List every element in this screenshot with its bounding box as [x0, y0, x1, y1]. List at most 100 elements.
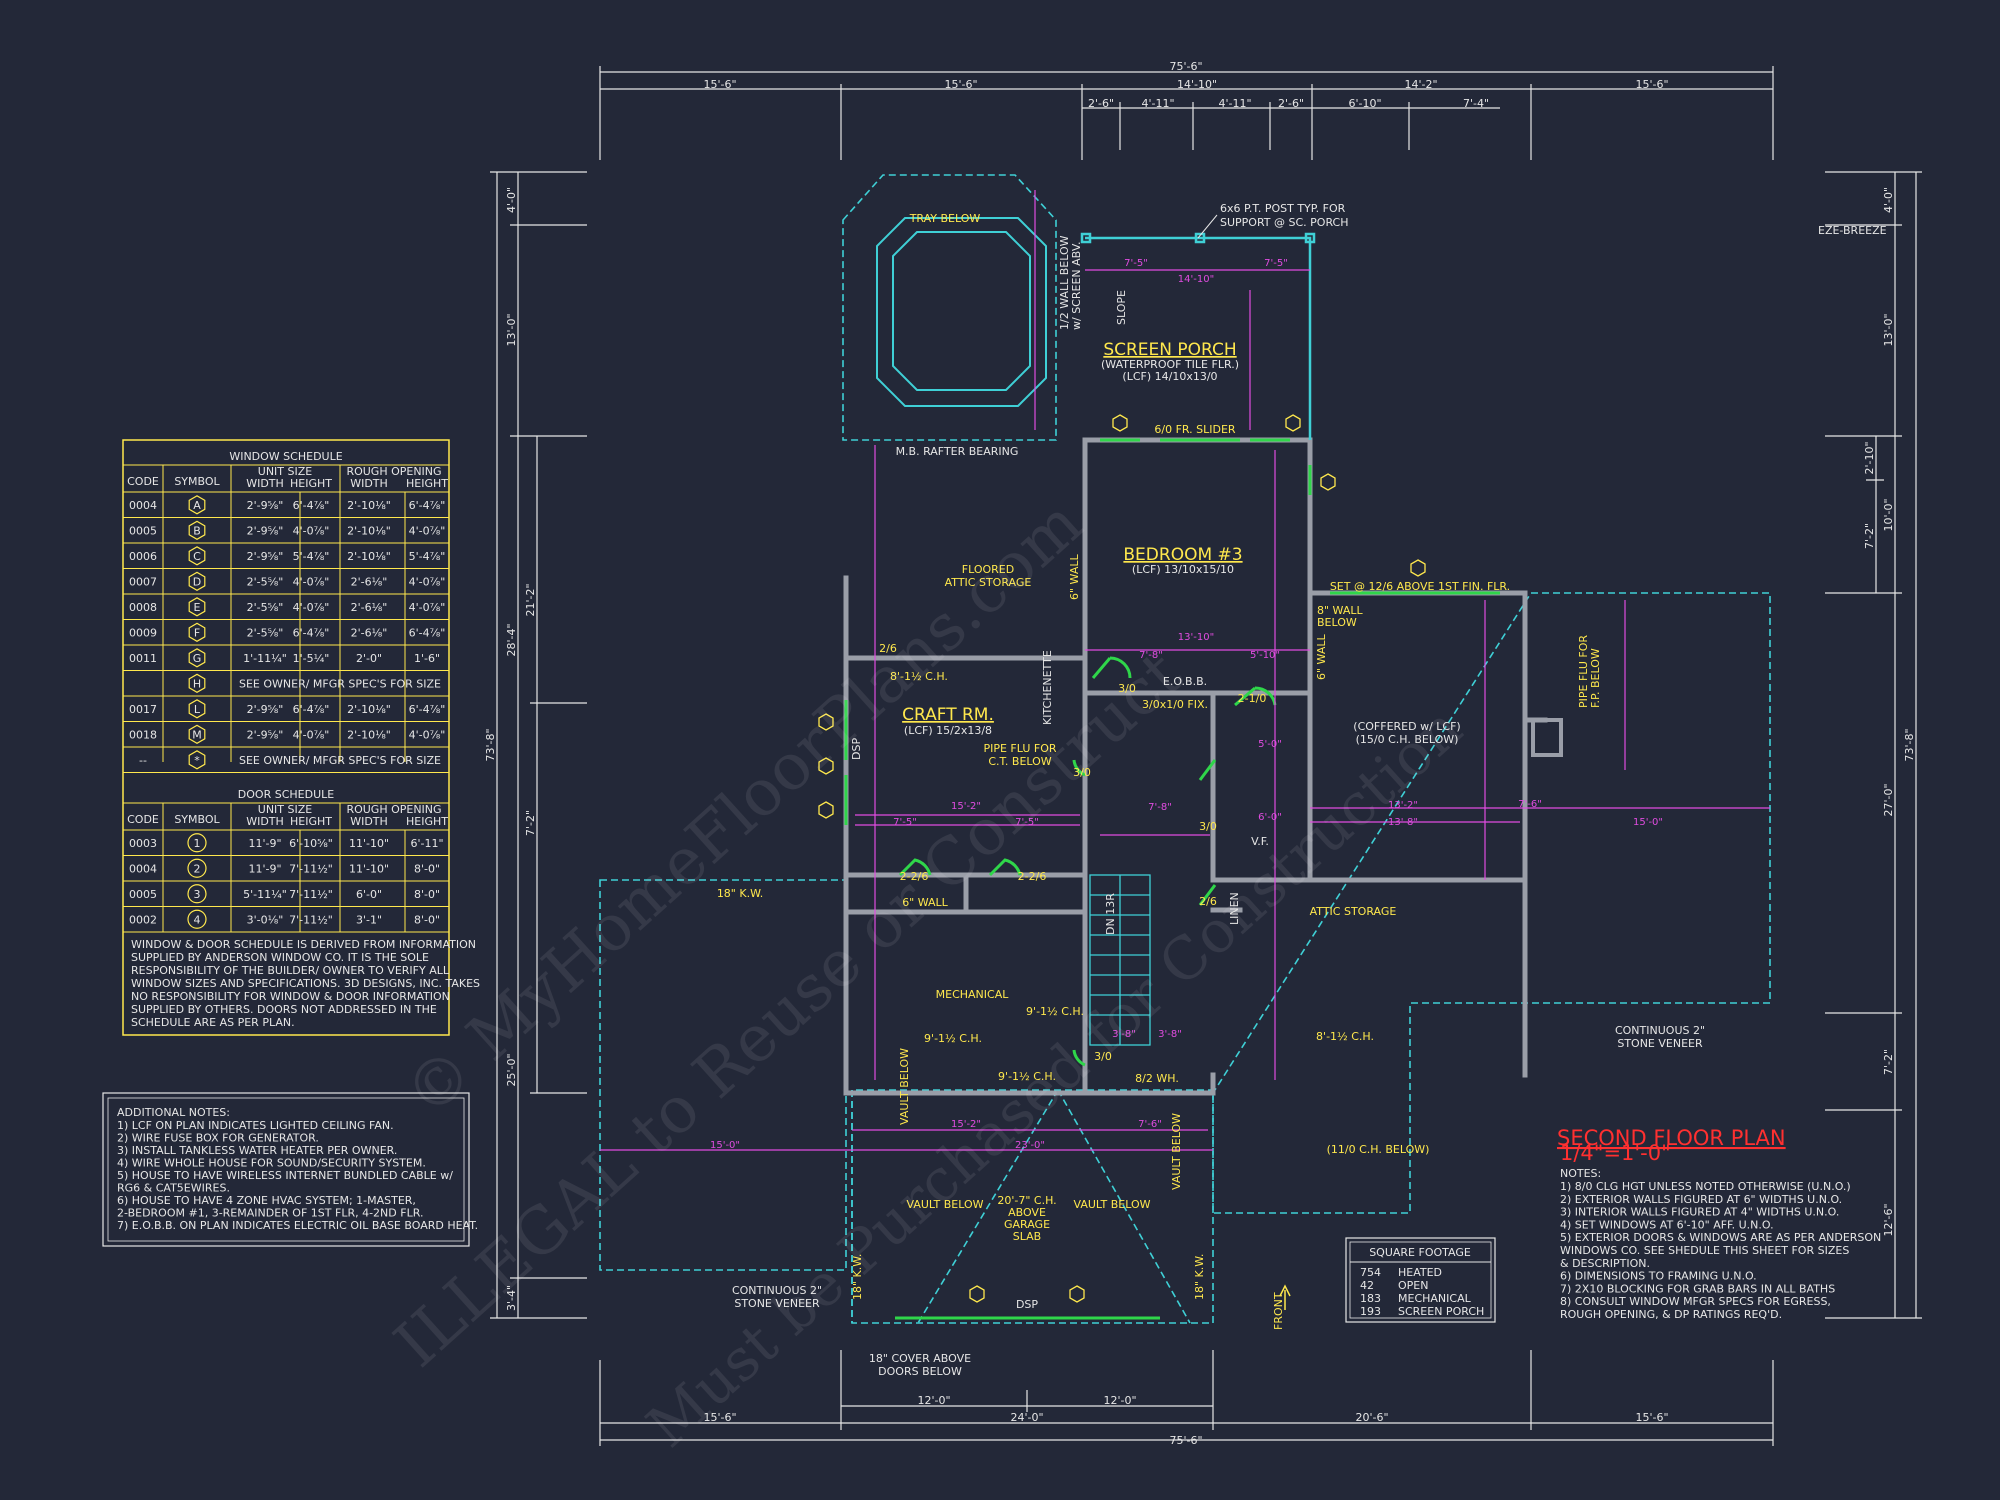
label-pipe-flu-ct: C.T. BELOW [988, 755, 1051, 768]
room-attic-storage: ATTIC STORAGE [1310, 905, 1397, 918]
room-coffered: (15/0 C.H. BELOW) [1356, 733, 1459, 746]
table-cell: 6'-4⅞" [293, 703, 330, 716]
sqft-title: SQUARE FOOTAGE [1369, 1246, 1471, 1259]
col-header: UNIT SIZE [258, 465, 313, 478]
label-dsp: DSP [1016, 1298, 1038, 1311]
interior-dim-labels: 7'-5" 14'-10" 7'-5" 13'-10" 7'-8" 5'-10"… [710, 258, 1663, 1151]
schedule-symbol-icon [188, 571, 206, 591]
label-d226: 2-2/6 [900, 870, 929, 883]
plan-note-line: 4) SET WINDOWS AT 6'-10" AFF. U.N.O. [1560, 1218, 1774, 1231]
label-garage: GARAGE [1004, 1218, 1050, 1231]
stair [1089, 874, 1151, 1046]
table-cell: 0002 [129, 913, 157, 926]
additional-note-line: 5) HOUSE TO HAVE WIRELESS INTERNET BUNDL… [117, 1169, 453, 1182]
label-d30: 3/0 [1094, 1050, 1112, 1063]
table-cell: 2'-0" [356, 652, 382, 665]
plan-scale: 1/4"=1'-0" [1560, 1141, 1671, 1165]
additional-notes: ADDITIONAL NOTES: 1) LCF ON PLAN INDICAT… [102, 1092, 478, 1247]
dim-top-sub: 7'-4" [1463, 97, 1489, 110]
table-cell: 7'-11½" [289, 888, 333, 901]
additional-note-line: 4) WIRE WHOLE HOUSE FOR SOUND/SECURITY S… [117, 1157, 426, 1170]
additional-notes-title: ADDITIONAL NOTES: [117, 1106, 230, 1119]
table-cell: 2'-9⅝" [247, 499, 284, 512]
table-cell: 11'-9" [248, 837, 281, 850]
dim-right: 27'-0" [1882, 783, 1895, 816]
label-ch-81: 8'-1½ C.H. [1316, 1030, 1374, 1043]
table-cell: M [192, 728, 202, 741]
col-header: WIDTH [246, 815, 284, 828]
screen-porch-frame [1080, 232, 1316, 440]
dim-inner-label: 3'-8" [1158, 1029, 1182, 1040]
table-cell: 4 [194, 913, 201, 926]
schedule-note-line: SCHEDULE ARE AS PER PLAN. [131, 1016, 295, 1029]
label-eobb: E.O.B.B. [1163, 675, 1207, 688]
dim-inner-label: 13'-2" [1388, 800, 1418, 811]
label-d26: 2/6 [1199, 895, 1217, 908]
table-cell: 8'-0" [414, 913, 440, 926]
room-craft: CRAFT RM. [902, 705, 994, 725]
table-cell: 1 [194, 837, 201, 850]
table-cell: 1'-5¼" [293, 652, 330, 665]
table-cell: 0009 [129, 626, 157, 639]
dim-overall-bottom: 75'-6" [1169, 1434, 1202, 1447]
table-cell: 2'-9⅝" [247, 524, 284, 537]
table-cell: 4'-0⅞" [409, 728, 446, 741]
label-tray-below: TRAY BELOW [909, 212, 981, 225]
dim-inner-label: 15'-2" [951, 801, 981, 812]
label-d30: 3/0 [1118, 682, 1136, 695]
additional-note-line: 6) HOUSE TO HAVE 4 ZONE HVAC SYSTEM; 1-M… [117, 1194, 416, 1207]
room-labels: SCREEN PORCH (WATERPROOF TILE FLR.) (LCF… [902, 340, 1461, 1156]
table-cell: 2'-9⅝" [247, 703, 284, 716]
table-cell: 2'-10⅛" [347, 550, 391, 563]
plan-note-line: ROUGH OPENING, & DP RATINGS REQ'D. [1560, 1308, 1782, 1321]
table-cell: 6'-4⅞" [293, 499, 330, 512]
label-slider: 6/0 FR. SLIDER [1154, 423, 1236, 436]
dim-inner-label: 7'-8" [1148, 802, 1172, 813]
table-cell: 11'-10" [349, 837, 389, 850]
label-pipe-flu-ct: PIPE FLU FOR [983, 742, 1056, 755]
dim-inner-label: 14'-10" [1178, 274, 1214, 285]
notes-title: NOTES: [1560, 1167, 1601, 1180]
schedule-symbol-icon [188, 622, 206, 642]
room-screen-porch-sub: (WATERPROOF TILE FLR.) [1101, 358, 1239, 371]
dim-top-sub: 2'-6" [1088, 97, 1114, 110]
label-vf: V.F. [1251, 835, 1269, 848]
dim-left: 13'-0" [505, 313, 518, 346]
dim-inner-label: 7'-5" [1124, 258, 1148, 269]
title-block-notes: 1) 8/0 CLG HGT UNLESS NOTED OTHERWISE (U… [1560, 1180, 1881, 1321]
table-cell: 2'-9⅝" [247, 550, 284, 563]
sqft-label: HEATED [1398, 1266, 1442, 1279]
walls [843, 437, 1563, 1096]
label-ch-97b: 9'-1½ C.H. [998, 1070, 1056, 1083]
dim-inner-label: 7'-6" [1138, 1119, 1162, 1130]
table-cell: 0011 [129, 652, 157, 665]
schedule-note-line: WINDOW & DOOR SCHEDULE IS DERIVED FROM I… [131, 938, 476, 951]
dim-right: 4'-0" [1882, 187, 1895, 213]
col-header: HEIGHT [406, 477, 448, 490]
label-mb-rafter: M.B. RAFTER BEARING [896, 445, 1019, 458]
sqft-label: SCREEN PORCH [1398, 1305, 1484, 1318]
table-cell: 6'-10⅝" [289, 837, 333, 850]
dim-inner-label: 15'-2" [951, 1119, 981, 1130]
dim-bottom: 15'-6" [703, 1411, 736, 1424]
table-cell: L [194, 703, 201, 716]
col-header: HEIGHT [406, 815, 448, 828]
dim-inner-label: 13'-10" [1178, 632, 1214, 643]
door-symbol-icon [187, 909, 207, 929]
label-kw18c: 18" K.W. [1193, 1254, 1206, 1300]
label-cover: DOORS BELOW [878, 1365, 962, 1378]
room-ch-below: (11/0 C.H. BELOW) [1327, 1143, 1430, 1156]
plan-note-line: 2) EXTERIOR WALLS FIGURED AT 6" WIDTHS U… [1560, 1193, 1842, 1206]
table-cell: 2'-5⅝" [247, 575, 284, 588]
dim-left: 4'-0" [505, 187, 518, 213]
col-header: CODE [127, 813, 159, 826]
dim-top: 14'-2" [1404, 78, 1437, 91]
table-cell: 5'-4⅞" [409, 550, 446, 563]
table-cell: 3'-1" [356, 913, 382, 926]
north-arrow-icon [1279, 1284, 1291, 1310]
plan-note-line: 1) 8/0 CLG HGT UNLESS NOTED OTHERWISE (U… [1560, 1180, 1851, 1193]
room-mechanical: MECHANICAL [936, 988, 1010, 1001]
